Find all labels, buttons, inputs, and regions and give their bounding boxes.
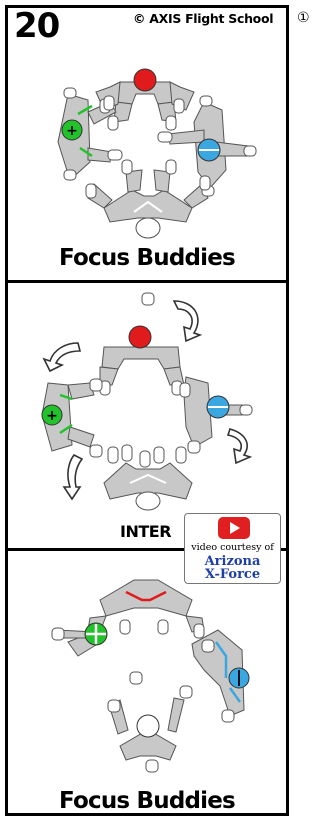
inter-label: INTER bbox=[120, 522, 172, 541]
formation-diagram-1: + bbox=[57, 68, 257, 239]
credit-org-line1: Arizona bbox=[204, 554, 261, 569]
formation-diagram-3 bbox=[51, 579, 250, 773]
turn-arrows bbox=[42, 300, 253, 501]
plus-sign: + bbox=[66, 123, 78, 139]
flyer-white bbox=[103, 462, 193, 500]
flyer-white bbox=[87, 169, 209, 223]
turn-arrow-bottom bbox=[62, 453, 84, 501]
credit-org-line2: X-Force bbox=[204, 567, 261, 582]
svg-text:+: + bbox=[46, 408, 58, 424]
formation-diagram-2: + bbox=[41, 292, 253, 511]
turn-arrow-top bbox=[172, 300, 203, 343]
page-number: 20 bbox=[14, 6, 60, 46]
caption-focus-buddies: Focus Buddies bbox=[59, 788, 236, 814]
flyer-red bbox=[99, 579, 193, 617]
turn-arrow-right bbox=[226, 428, 253, 465]
caption-focus-buddies: Focus Buddies bbox=[59, 245, 236, 271]
panel-divider bbox=[5, 548, 289, 551]
turn-arrow-left bbox=[42, 342, 82, 373]
video-credit-card[interactable]: video courtesy of Arizona X-Force bbox=[184, 513, 281, 584]
step-marker: ① bbox=[297, 10, 310, 26]
flyer-red bbox=[101, 346, 181, 370]
panel-divider bbox=[5, 280, 289, 283]
school-credit: © AXIS Flight School bbox=[133, 11, 274, 26]
play-button-icon[interactable] bbox=[218, 517, 250, 539]
video-credit-line: video courtesy of bbox=[191, 542, 274, 553]
